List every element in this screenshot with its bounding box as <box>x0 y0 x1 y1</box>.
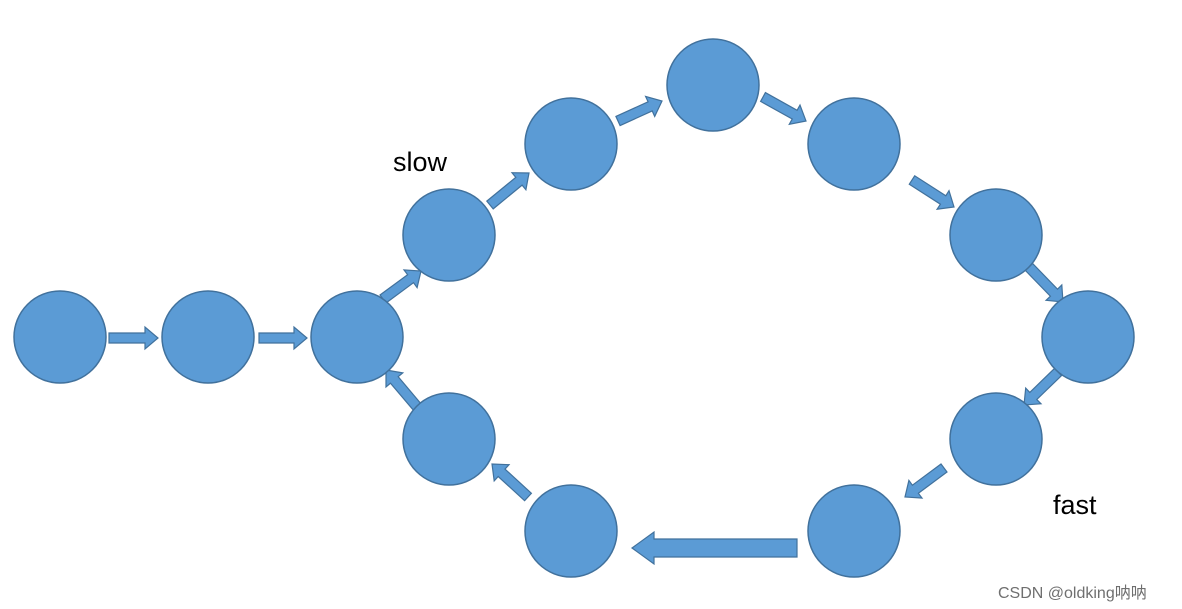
list-node-8 <box>949 188 1043 282</box>
list-node-3 <box>310 290 404 384</box>
arrow-2 <box>258 325 308 351</box>
list-node-6 <box>666 38 760 132</box>
arrow-6 <box>759 91 807 126</box>
list-node-10 <box>949 392 1043 486</box>
arrow-9 <box>1023 367 1063 406</box>
list-node-5 <box>524 97 618 191</box>
slow-pointer-label: slow <box>393 147 448 177</box>
list-node-12 <box>524 484 618 578</box>
list-node-9 <box>1041 290 1135 384</box>
arrow-1 <box>108 325 159 351</box>
list-node-7 <box>807 97 901 191</box>
arrows-layer <box>108 91 1064 566</box>
list-node-13 <box>402 392 496 486</box>
fast-pointer-label: fast <box>1053 490 1097 520</box>
list-node-2 <box>161 290 255 384</box>
arrow-10 <box>904 463 948 499</box>
arrow-5 <box>615 95 663 127</box>
list-node-11 <box>807 484 901 578</box>
arrow-3 <box>379 269 422 304</box>
arrow-13 <box>385 369 423 413</box>
watermark: CSDN @oldking呐呐 <box>998 585 1147 602</box>
arrow-11 <box>630 530 798 566</box>
arrow-7 <box>908 174 955 210</box>
arrow-8 <box>1024 262 1064 303</box>
arrow-4 <box>485 172 530 210</box>
list-node-4 <box>402 188 496 282</box>
nodes-layer <box>13 38 1135 578</box>
arrow-12 <box>491 463 533 502</box>
list-node-1 <box>13 290 107 384</box>
